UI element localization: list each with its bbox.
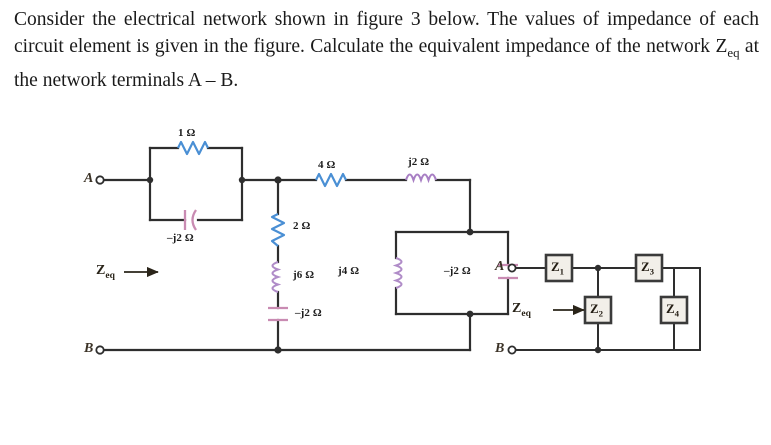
z3-sub: 3 [649,266,655,277]
z1-sub: 1 [559,266,565,277]
z2-sub: 2 [598,308,604,319]
label-j2ohm: j2 Ω [408,156,430,168]
figure-3: A B Zeq 1 Ω –j2 Ω 4 Ω j2 Ω 2 Ω j6 Ω –j2 … [0,110,771,445]
junction-dot [466,228,474,236]
capacitor-bottom-loop-symbol [183,209,197,231]
z1-box [544,253,574,283]
terminal-a-circle [95,175,105,185]
resistor-2ohm-symbol [270,213,286,247]
z1-letter: Z [551,259,560,274]
terminal-b-circle-right [507,345,517,355]
resistor-1ohm-symbol [177,140,209,156]
problem-text-prefix: Consider the electrical network shown in… [14,9,759,57]
terminal-b-label-right: B [495,341,505,356]
z4-sub: 4 [674,308,680,319]
label-j4ohm: j4 Ω [338,265,360,277]
zeq-right-letter: Z [512,301,522,316]
problem-text-suffix: at the network terminals A – B. [14,36,760,91]
capacitor-j2ohm-shunt-symbol [268,306,288,322]
z4-letter: Z [666,301,675,316]
inductor-j2ohm-symbol [405,173,437,184]
label-2ohm: 2 Ω [293,220,311,232]
label-neg-j2ohm-shunt: –j2 Ω [295,307,322,319]
terminal-a-circle-right [507,263,517,273]
z4-box [659,295,689,325]
junction-dot [466,310,474,318]
z2-letter: Z [590,301,599,316]
terminal-a-label-left: A [84,171,94,186]
zeq-subscript: eq [727,45,740,60]
resistor-4ohm-symbol [315,172,347,188]
left-circuit-wires [102,146,510,352]
problem-statement: Consider the electrical network shown in… [14,6,759,94]
junction-dot [238,176,246,184]
label-j6ohm: j6 Ω [293,269,315,281]
inductor-j6ohm-symbol [271,261,282,293]
label-1ohm: 1 Ω [178,127,196,139]
z3-box [634,253,664,283]
terminal-b-label-left: B [84,341,94,356]
right-circuit-junction-dots [594,264,602,354]
z1-label: Z1 [551,259,564,277]
junction-dot [274,346,282,354]
z2-box [583,295,613,325]
inductor-j4ohm-symbol [392,257,403,289]
terminal-a-label-right: A [495,259,505,274]
zeq-label-right: Zeq [512,301,531,319]
zeq-right-sub: eq [521,308,531,319]
junction-dot [594,346,602,354]
zeq-symbol-inline: Zeq [715,36,740,60]
z3-letter: Z [641,259,650,274]
label-neg-j2ohm-loop2: –j2 Ω [444,265,471,277]
junction-dot [274,176,282,184]
impedance-boxes [544,253,689,325]
junction-dot [146,176,154,184]
z4-label: Z4 [666,301,679,319]
right-circuit-wires [515,267,701,351]
junction-dot [594,264,602,272]
label-4ohm: 4 Ω [318,159,336,171]
label-neg-j2ohm-loop: –j2 Ω [167,232,194,244]
zeq-left-letter: Z [96,263,106,278]
zeq-left-sub: eq [105,270,115,281]
circuit-diagram-svg [95,140,701,355]
junction-dots [146,176,474,354]
z2-label: Z2 [590,301,603,319]
zeq-label-left: Zeq [96,263,115,281]
z3-label: Z3 [641,259,654,277]
terminal-b-circle [95,345,105,355]
zeq-letter: Z [715,36,728,57]
